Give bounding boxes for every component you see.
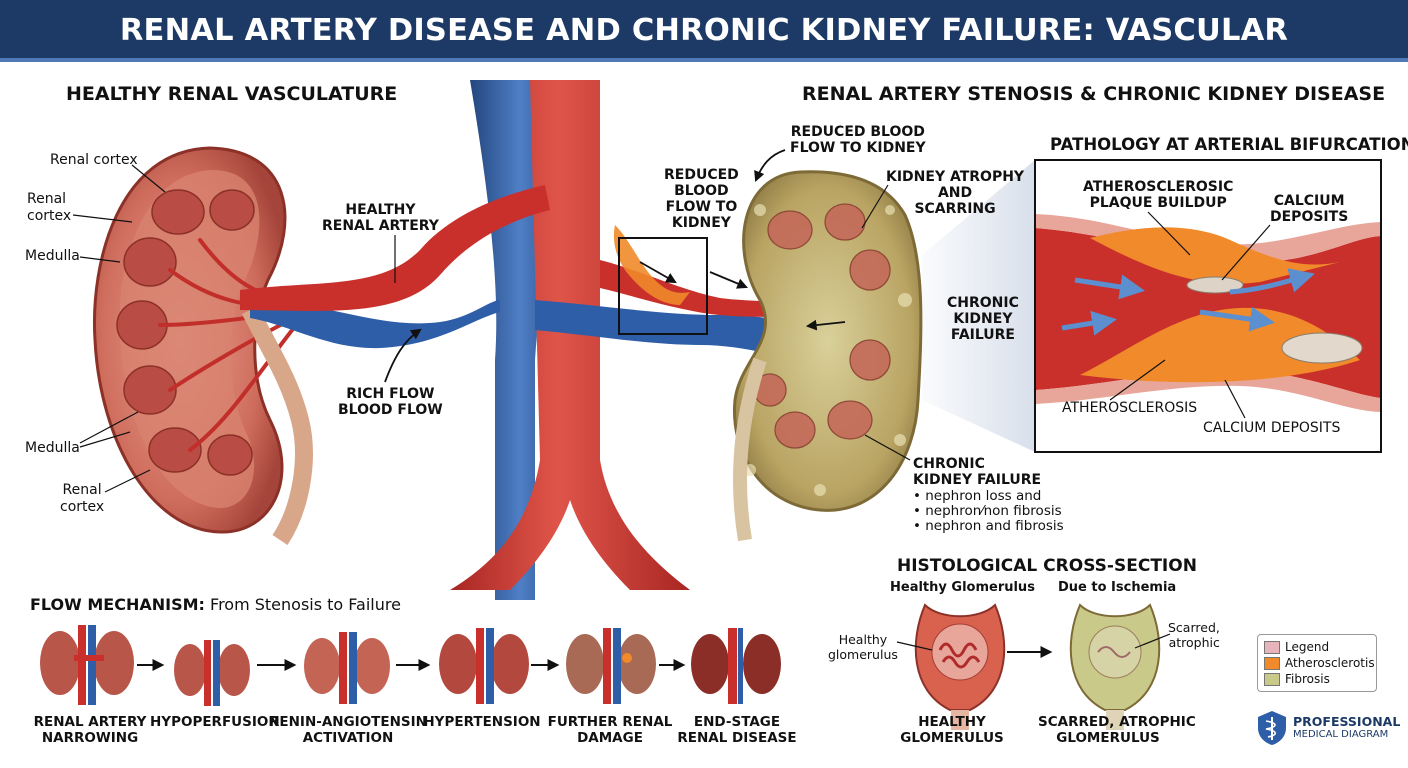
right-renal-vein [535,300,800,360]
healthy-glomerulus-title: Healthy Glomerulus [890,580,1035,595]
zoom-projection [922,160,1035,452]
legend-swatch-pink [1264,640,1280,654]
professional-badge: PROFESSIONAL MEDICAL DIAGRAM [1256,710,1400,746]
flow-mechanism-heading: FLOW MECHANISM: From Stenosis to Failure [30,595,401,614]
flow-step-label: HYPOPERFUSION [150,714,280,730]
flow-mechanism-diagram [40,625,781,706]
healthy-heading: HEALTHY RENAL VASCULATURE [66,83,398,105]
plaque-on-aorta [613,225,690,305]
legend-item: Atherosclerotis [1264,655,1375,671]
histology-heading: HISTOLOGICAL CROSS-SECTION [897,556,1197,576]
legend: Legend Atherosclerotis Fibrosis [1257,634,1377,692]
pathology-panel [1034,159,1382,453]
label-atherosclerosis: ATHEROSCLEROSIS [1062,400,1198,416]
caduceus-shield-icon [1258,711,1286,745]
legend-item: Fibrosis [1264,671,1370,687]
stenosis-heading: RENAL ARTERY STENOSIS & CHRONIC KIDNEY D… [802,83,1386,105]
page-title: RENAL ARTERY DISEASE AND CHRONIC KIDNEY … [119,13,1289,110]
label-scarred-atrophic: Scarred,atrophic [1168,620,1220,650]
stenosed-renal-artery [600,260,800,318]
histology-diagram [896,603,1171,730]
ckf-bullet-list: • nephron loss and • nephron⁄non fibrosi… [913,489,1064,534]
ckf-bullet: • nephron loss and [913,488,1042,504]
ckf-bullet: • nephron⁄non fibrosis [913,503,1062,519]
pathology-heading: PATHOLOGY AT ARTERIAL BIFURCATION [1050,135,1408,154]
healthy-renal-artery [240,185,550,311]
label-calcium-deposits-bottom: CALCIUM DEPOSITS [1203,420,1341,436]
aorta [450,80,690,590]
healthy-kidney [92,146,313,545]
diseased-kidney [732,170,923,542]
label-medulla-bottom: Medulla [25,440,80,456]
badge-line2: MEDICAL DIAGRAM [1293,729,1389,740]
left-renal-vein [250,300,500,349]
legend-swatch-olive [1264,672,1280,686]
badge-line1: PROFESSIONAL [1293,714,1401,729]
ckf-bullet: • nephron and fibrosis [913,518,1064,534]
legend-item: Legend [1264,639,1370,655]
ischemia-title: Due to Ischemia [1058,580,1177,595]
flow-step-label: HYPERTENSION [423,714,541,730]
label-medulla-top: Medulla [25,248,80,264]
zoom-box [618,237,708,335]
title-bar: RENAL ARTERY DISEASE AND CHRONIC KIDNEY … [0,0,1408,110]
label-renal-cortex-top: Renal cortex [50,152,138,168]
legend-swatch-orange [1264,656,1280,670]
